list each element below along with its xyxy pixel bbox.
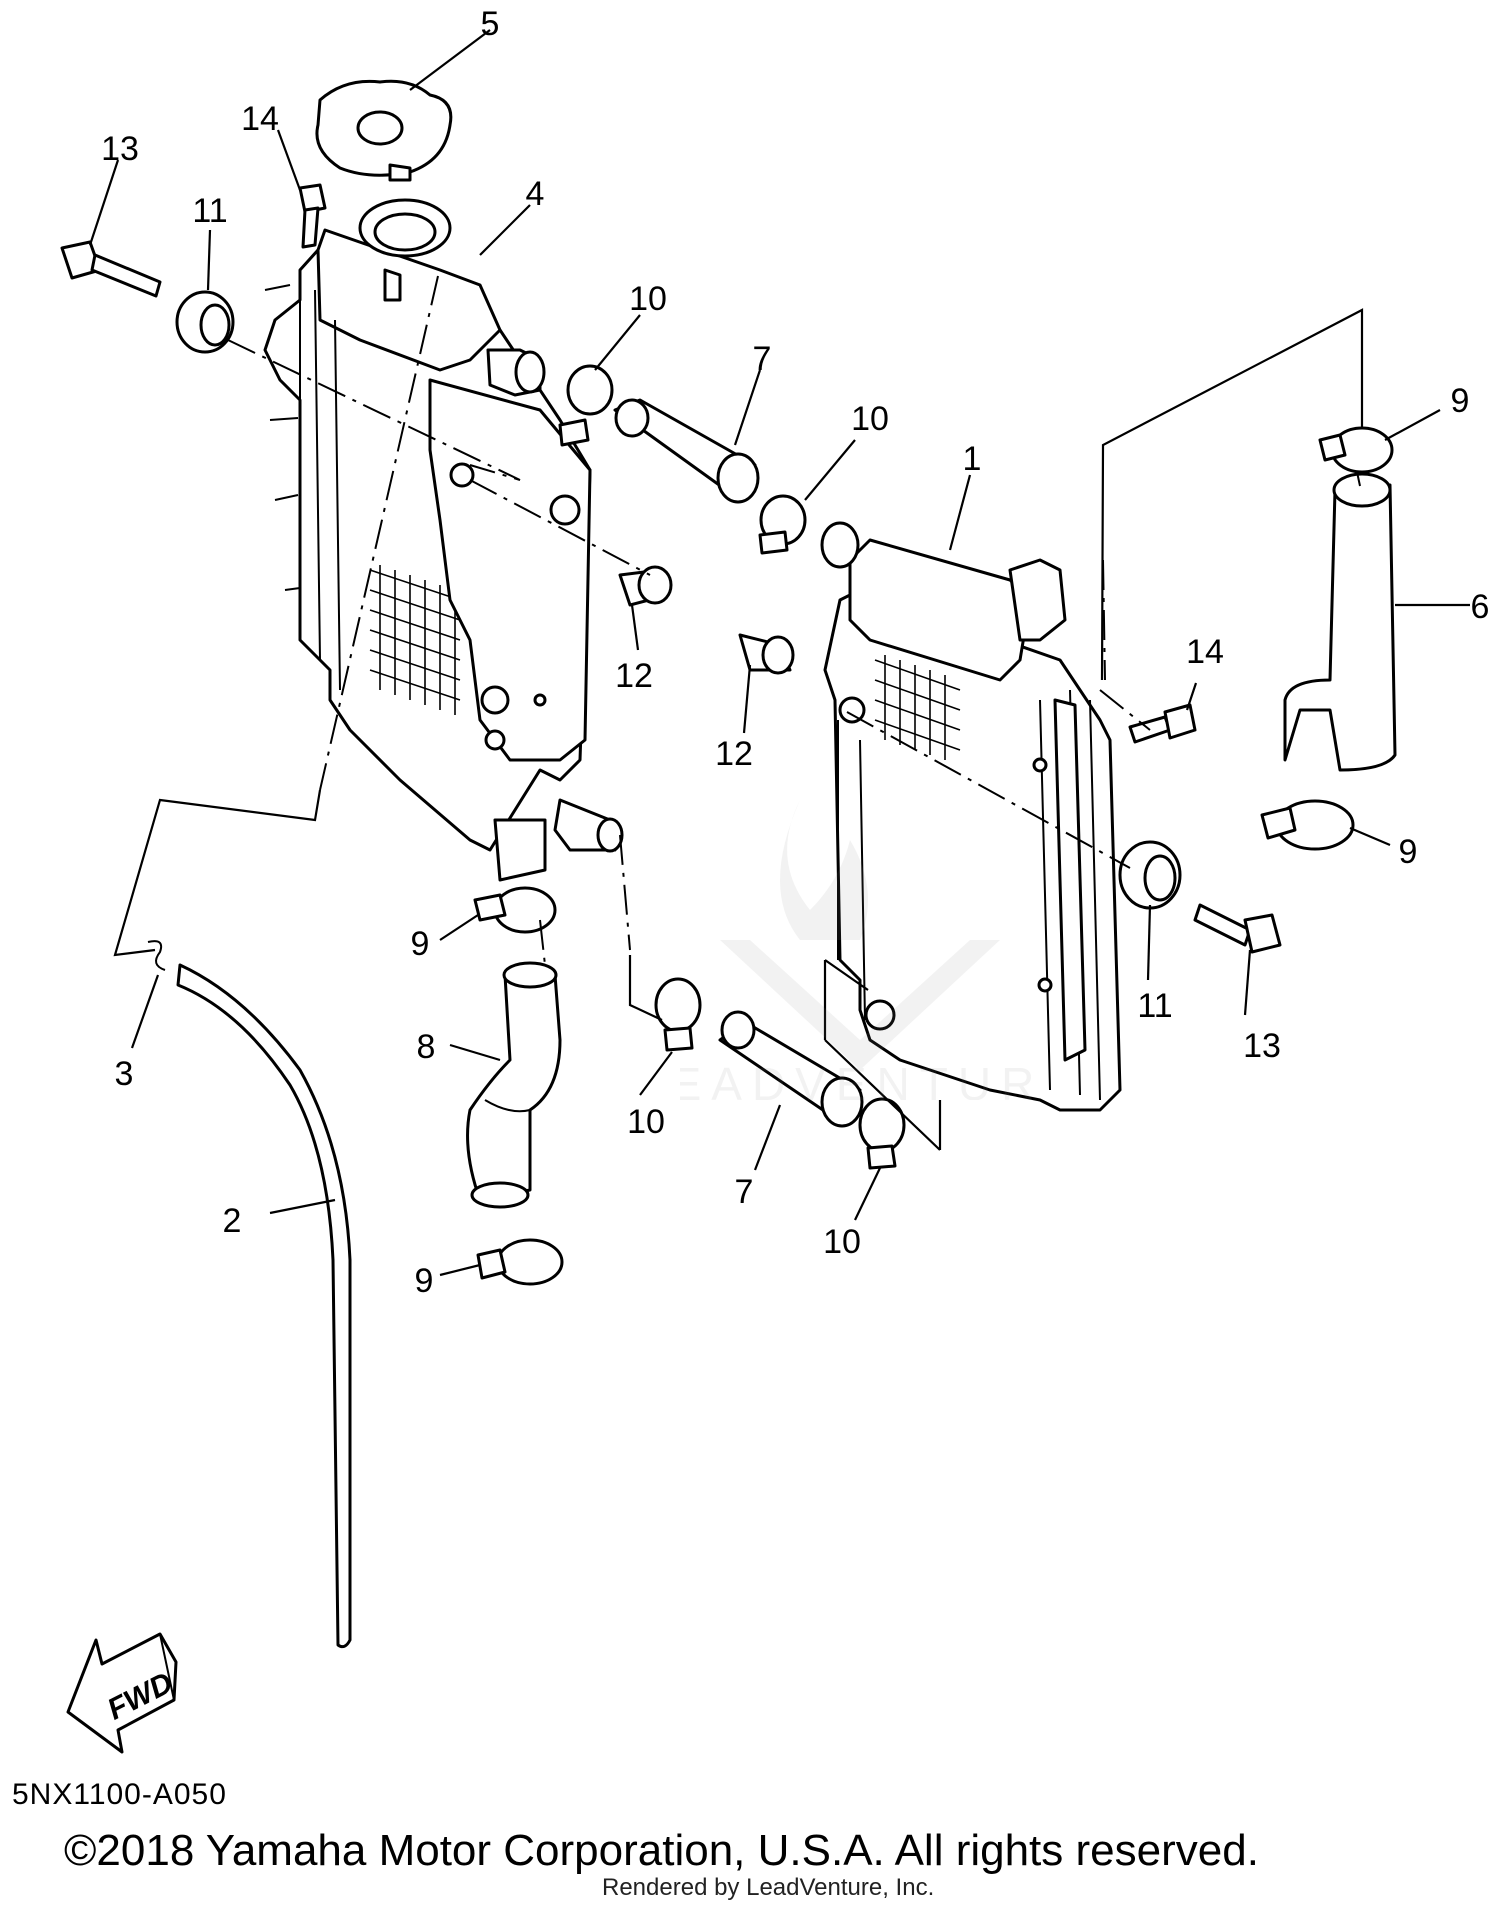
fwd-arrow: FWD bbox=[66, 1632, 178, 1754]
callout-1: 1 bbox=[963, 440, 982, 478]
clamp-9-right bbox=[1260, 799, 1355, 851]
grommet-11-left bbox=[175, 290, 235, 354]
bolt-13-left bbox=[60, 240, 162, 298]
bolt-14-right bbox=[1128, 703, 1197, 744]
alignment-lines bbox=[227, 275, 1361, 966]
bolt-13-right bbox=[1193, 903, 1282, 954]
right-radiator bbox=[820, 521, 1122, 1112]
callouts: 5 14 13 11 4 10 7 10 1 9 6 14 12 12 9 11… bbox=[101, 5, 1489, 1300]
hose-7-upper bbox=[613, 398, 760, 504]
callout-6: 6 bbox=[1471, 588, 1490, 626]
callout-7-upper: 7 bbox=[753, 340, 772, 378]
clamp-10-lower-right bbox=[858, 1097, 906, 1170]
callout-3: 3 bbox=[115, 1055, 134, 1093]
callout-10-upper-left: 10 bbox=[629, 280, 667, 318]
callout-7-lower: 7 bbox=[735, 1173, 754, 1211]
diagram-code: 5NX1100-A050 bbox=[12, 1778, 227, 1811]
callout-2: 2 bbox=[223, 1202, 242, 1240]
callout-13-right: 13 bbox=[1243, 1027, 1281, 1065]
leadventure-watermark: LEADVENTURE bbox=[680, 800, 1040, 1100]
grommet-11-right bbox=[1118, 840, 1182, 910]
watermark-text: LEADVENTURE bbox=[680, 1058, 1040, 1100]
collar-12-right bbox=[738, 633, 795, 675]
clip-3 bbox=[147, 940, 166, 971]
callout-9-right: 9 bbox=[1399, 833, 1418, 871]
clamp-10-lower-left bbox=[654, 977, 702, 1052]
callout-11-left: 11 bbox=[192, 192, 227, 230]
callout-14-left: 14 bbox=[241, 100, 279, 138]
clamp-9-top-right bbox=[1318, 426, 1394, 474]
hose-6 bbox=[1283, 472, 1397, 772]
callout-12-left: 12 bbox=[615, 657, 653, 695]
callout-9-bottom: 9 bbox=[415, 1262, 434, 1300]
clamp-10-upper-left bbox=[558, 364, 614, 447]
callout-10-lower-right: 10 bbox=[823, 1223, 861, 1261]
connector-lines bbox=[113, 308, 1364, 1151]
callout-10-lower-left: 10 bbox=[627, 1103, 665, 1141]
clamp-9-lower-left bbox=[473, 886, 557, 934]
callout-9-top-right: 9 bbox=[1451, 382, 1470, 420]
callout-11-right: 11 bbox=[1137, 987, 1172, 1025]
callout-9-lower-left: 9 bbox=[411, 925, 430, 963]
callout-13-left: 13 bbox=[101, 130, 139, 168]
bolt-14-left bbox=[298, 183, 327, 249]
callout-5: 5 bbox=[481, 5, 500, 43]
callout-4: 4 bbox=[526, 175, 545, 213]
clamp-10-upper-right bbox=[758, 494, 807, 555]
hose-7-lower bbox=[718, 1010, 864, 1128]
rendered-by-credit: Rendered by LeadVenture, Inc. bbox=[602, 1874, 935, 1901]
radiator-cap bbox=[315, 79, 453, 182]
overflow-tube-2 bbox=[176, 963, 352, 1649]
copyright-notice: ©2018 Yamaha Motor Corporation, U.S.A. A… bbox=[64, 1826, 1259, 1875]
callout-8: 8 bbox=[417, 1028, 436, 1066]
callout-14-right: 14 bbox=[1186, 633, 1224, 671]
clamp-9-bottom bbox=[476, 1238, 564, 1286]
left-radiator bbox=[263, 198, 624, 882]
callout-12-right: 12 bbox=[715, 735, 753, 773]
hose-8 bbox=[466, 961, 562, 1209]
callout-10-upper-right: 10 bbox=[851, 400, 889, 438]
collar-12-left bbox=[618, 565, 673, 607]
leader-lines bbox=[88, 29, 1470, 1277]
